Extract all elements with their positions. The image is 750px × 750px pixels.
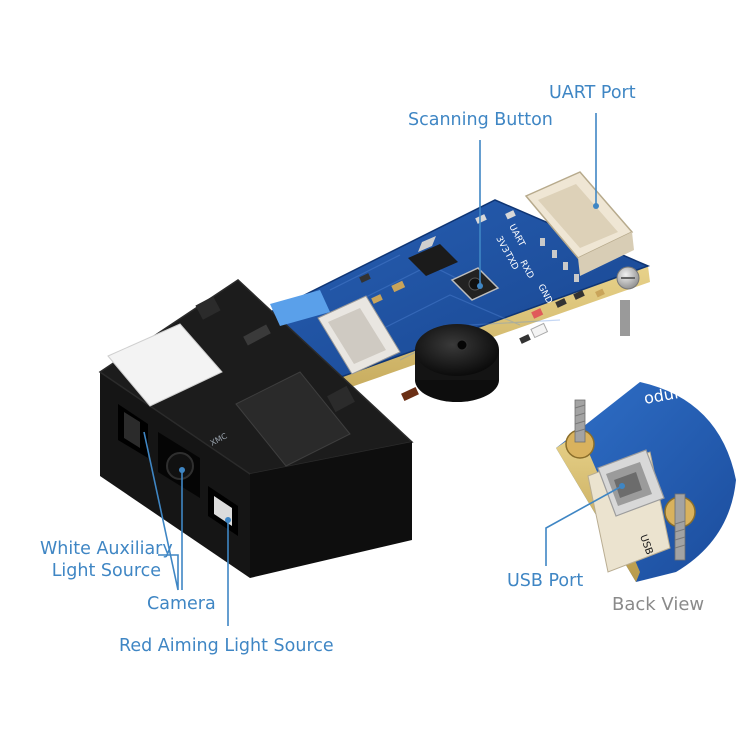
fpc-connector xyxy=(317,295,401,375)
back-view-inset: odule USB xyxy=(556,382,736,582)
ribbon-cable xyxy=(270,290,330,326)
usb-receptacle[interactable] xyxy=(587,449,671,573)
main-board: UART 3V3 TXD RXD GND xyxy=(98,171,651,578)
camera-lens xyxy=(158,432,200,498)
callout-lines xyxy=(143,113,623,626)
label-white-aux-line1: White Auxiliary xyxy=(40,539,173,559)
buzzer xyxy=(415,324,499,402)
scan-engine: XMC xyxy=(98,279,414,578)
back-screw-left xyxy=(565,399,595,459)
status-led xyxy=(530,322,549,339)
white-aux-window xyxy=(118,404,148,458)
dot-uart xyxy=(593,203,599,209)
label-camera: Camera xyxy=(147,594,216,614)
label-red-aiming: Red Aiming Light Source xyxy=(119,636,334,656)
dot-scan xyxy=(477,283,483,289)
label-back-view: Back View xyxy=(612,594,705,615)
uart-pins xyxy=(540,238,579,282)
back-screw-right xyxy=(664,493,696,561)
rf-shield xyxy=(107,323,223,407)
label-white-auxiliary: White Auxiliary Light Source xyxy=(40,538,173,582)
callout-dots xyxy=(179,203,625,523)
dot-camera xyxy=(179,467,185,473)
voltage-regulator xyxy=(408,236,458,276)
callout-white-aux xyxy=(143,431,179,591)
label-usb-port: USB Port xyxy=(507,571,584,591)
uart-connector[interactable] xyxy=(524,171,634,282)
main-chip xyxy=(235,371,351,467)
callout-usb xyxy=(545,485,623,566)
dot-usb xyxy=(619,483,625,489)
label-white-aux-line2: Light Source xyxy=(51,561,162,581)
standoff-screw-right xyxy=(620,300,630,336)
dot-red xyxy=(225,517,231,523)
mounting-screw-top xyxy=(616,266,640,290)
label-scanning-button: Scanning Button xyxy=(408,110,553,130)
label-uart-port: UART Port xyxy=(549,83,636,103)
